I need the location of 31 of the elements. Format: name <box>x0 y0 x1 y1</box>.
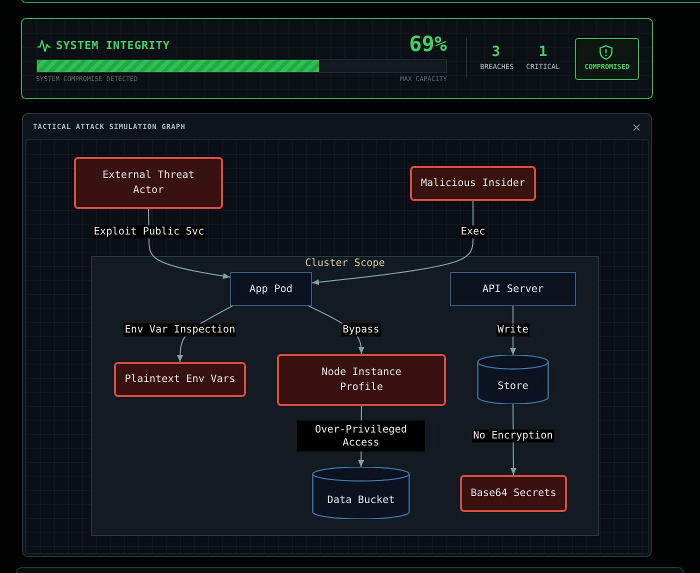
node-label: Malicious Insider <box>420 177 526 191</box>
group-label: Cluster Scope <box>305 258 385 270</box>
node-label: App Pod <box>250 282 292 296</box>
edge-label: Exec <box>460 226 486 238</box>
edge-label: No Encryption <box>472 430 554 442</box>
node-label: Plaintext Env Vars <box>124 373 236 387</box>
edge-label: Write <box>496 324 530 336</box>
arrow <box>312 201 474 286</box>
node-label: API Server <box>482 282 544 296</box>
node-label: External Threat Actor <box>101 169 196 198</box>
threat-box <box>114 362 246 397</box>
node-label: Data Bucket <box>327 494 395 508</box>
panel-heading: SYSTEM INTEGRITY <box>56 39 170 53</box>
arrow <box>148 209 230 280</box>
node-label: Node Instance Profile <box>320 366 402 395</box>
node-label: Store <box>498 380 528 394</box>
edge-label: Exploit Public Svc <box>92 226 206 238</box>
threat-box <box>277 354 446 406</box>
edge-label: Bypass <box>342 324 380 336</box>
service-box <box>230 272 312 306</box>
threat-box <box>74 157 223 209</box>
edge-label: Over-Privileged Access <box>297 420 425 452</box>
percentage-value: 69% <box>409 30 447 58</box>
threat-box <box>410 166 536 201</box>
threat-box <box>460 475 567 512</box>
cluster-group <box>91 256 599 536</box>
stat-value: 3 <box>492 44 500 62</box>
edge-label: Env Var Inspection <box>124 324 236 336</box>
service-box <box>450 272 576 306</box>
stat-value: 1 <box>538 44 548 62</box>
node-label: Base64 Secrets <box>470 487 556 501</box>
